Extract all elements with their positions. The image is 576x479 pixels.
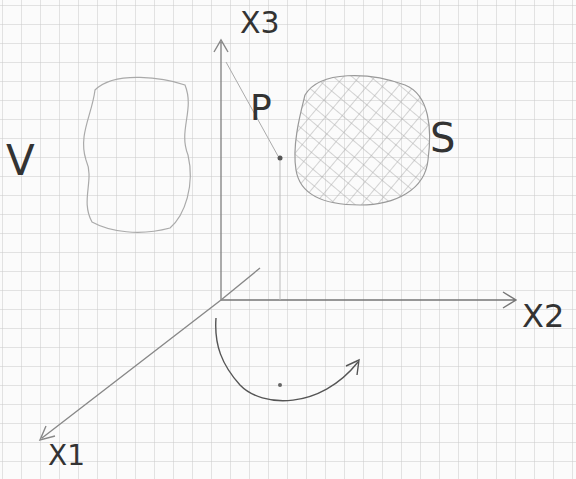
rotation-arrow: [216, 318, 358, 401]
axis-label: X1: [48, 442, 85, 470]
axis-label: X3: [240, 8, 280, 38]
surface-hatching: [290, 65, 435, 210]
x3-axis: [214, 40, 228, 300]
point-label: P: [250, 90, 272, 126]
surface-s: [295, 76, 430, 205]
x1-axis: [40, 268, 260, 440]
surface-label: S: [430, 118, 455, 158]
volume-label: V: [6, 140, 35, 182]
dot: [278, 383, 282, 387]
position-line: [226, 62, 278, 156]
volume-v: [84, 77, 191, 232]
x2-axis: [221, 292, 516, 308]
point-p: [278, 156, 283, 161]
axis-label: X2: [522, 300, 564, 332]
projection-line: [280, 160, 281, 300]
arrowhead: [346, 360, 359, 375]
